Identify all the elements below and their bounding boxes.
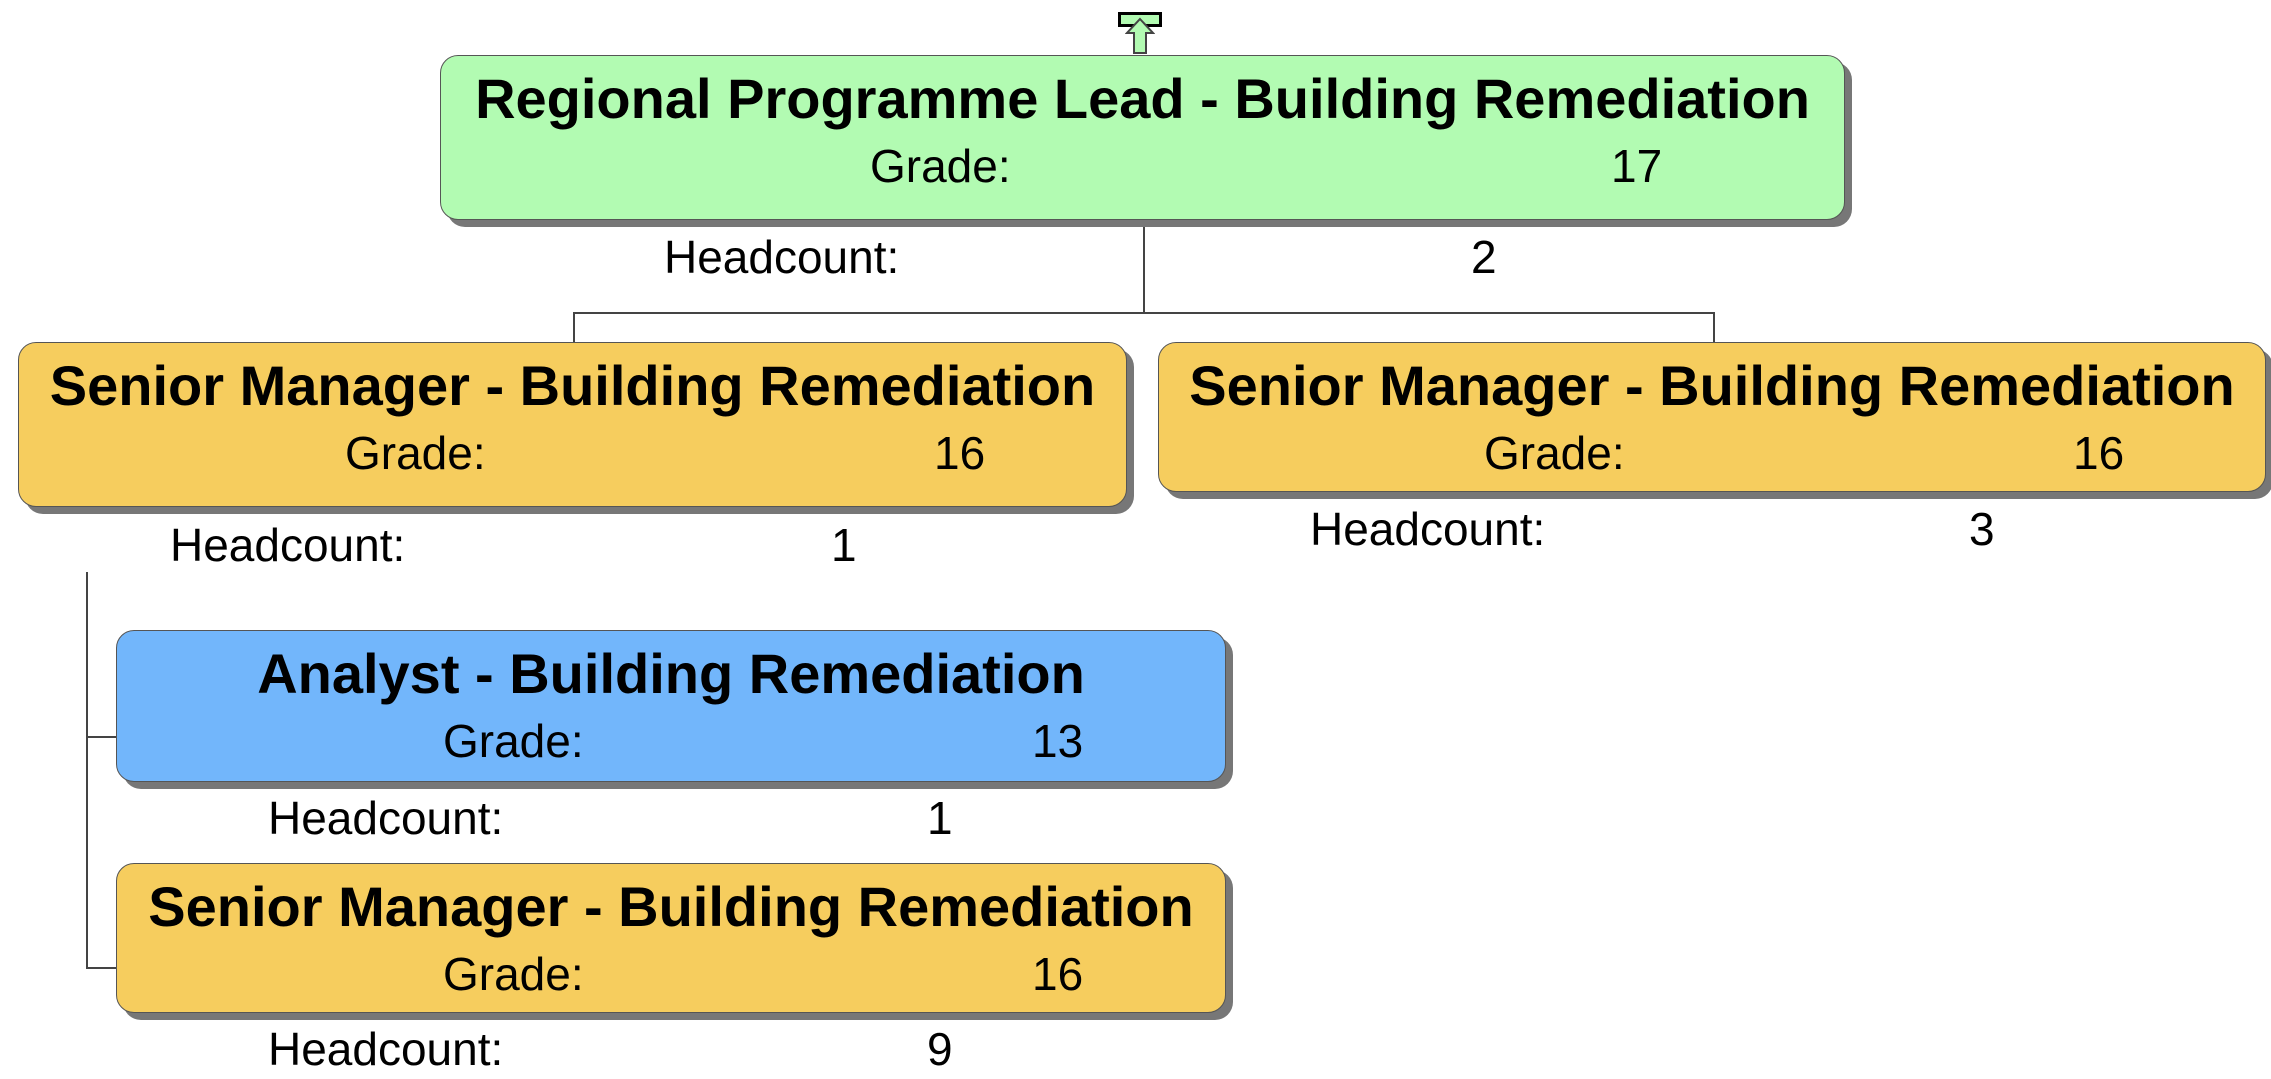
headcount-value: 9 [927,1023,953,1075]
up-arrow-icon[interactable] [1125,17,1155,55]
grade-label: Grade: [1484,427,1625,479]
grade-value: 16 [934,427,986,479]
org-node-senior-manager[interactable]: Senior Manager - Building Remediation Gr… [18,342,1127,507]
org-node-regional-programme-lead[interactable]: Regional Programme Lead - Building Remed… [440,55,1845,220]
org-node-analyst[interactable]: Analyst - Building Remediation Grade: 13 [116,630,1226,782]
grade-label: Grade: [870,140,1011,192]
grade-value: 16 [2073,427,2125,479]
node-title: Senior Manager - Building Remediation [49,354,1096,417]
connector-line [573,312,575,342]
grade-label: Grade: [443,948,584,1000]
org-node-senior-manager[interactable]: Senior Manager - Building Remediation Gr… [116,863,1226,1013]
connector-line [86,572,88,968]
node-title: Regional Programme Lead - Building Remed… [475,67,1810,130]
grade-label: Grade: [443,715,584,767]
headcount-value: 1 [927,792,953,844]
headcount-label: Headcount: [664,231,900,283]
headcount-value: 3 [1969,503,1995,555]
headcount-value: 1 [831,519,857,571]
headcount-label: Headcount: [1310,503,1546,555]
connector-line [1143,220,1145,313]
headcount-label: Headcount: [170,519,406,571]
connector-line [1713,312,1715,342]
grade-value: 17 [1611,140,1663,192]
grade-value: 13 [1032,715,1084,767]
grade-value: 16 [1032,948,1084,1000]
connector-line [86,967,117,969]
headcount-value: 2 [1471,231,1497,283]
org-node-senior-manager[interactable]: Senior Manager - Building Remediation Gr… [1158,342,2266,492]
connector-line [573,312,1715,314]
connector-line [86,736,117,738]
headcount-label: Headcount: [268,792,504,844]
grade-label: Grade: [345,427,486,479]
headcount-label: Headcount: [268,1023,504,1075]
node-title: Analyst - Building Remediation [257,642,1085,705]
node-title: Senior Manager - Building Remediation [148,875,1194,938]
node-title: Senior Manager - Building Remediation [1189,354,2235,417]
